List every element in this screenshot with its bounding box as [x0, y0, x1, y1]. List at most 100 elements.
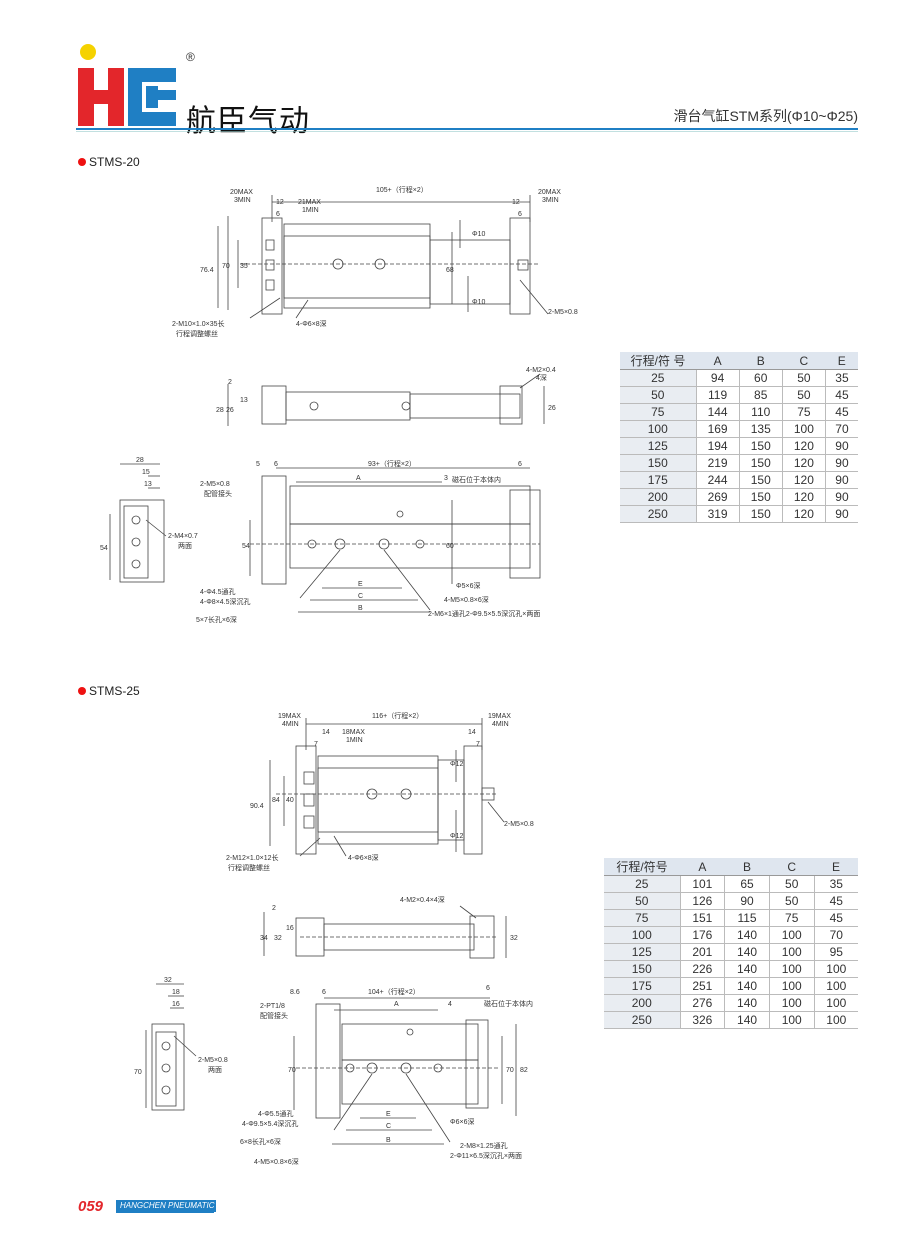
dim-bottom-length: 93+（行程×2） — [368, 459, 416, 468]
table-cell: 100 — [604, 926, 680, 944]
dim-total-length: 116+（行程×2） — [372, 711, 423, 720]
dim-phi10-top: Φ10 — [472, 231, 485, 238]
table-header-cell: 行程/符号 — [604, 858, 680, 876]
dim-bottom-8-6: 8.6 — [290, 989, 300, 996]
dim-bottom-6-right: 6 — [518, 461, 522, 468]
dim-1min: 1MIN — [302, 207, 319, 214]
table-cell: 90 — [824, 505, 858, 523]
footer-company: HANGCHEN PNEUMATIC — [116, 1200, 216, 1212]
table-cell: 50 — [768, 892, 815, 910]
table-cell: 75 — [604, 909, 680, 927]
table-cell: 95 — [813, 943, 858, 961]
table-cell: 110 — [738, 403, 783, 421]
dim-4min-left: 4MIN — [282, 721, 299, 728]
table-cell: 151 — [679, 909, 725, 927]
table-cell: 150 — [620, 454, 696, 472]
drawing-stms-20: 20MAX 3MIN 105+（行程×2） 20MAX 3MIN 21MAX 1… — [100, 185, 578, 624]
table-cell: 90 — [824, 454, 858, 472]
table-cell: 169 — [695, 420, 740, 438]
table-cell: 50 — [768, 875, 815, 893]
dim-end-70: 70 — [134, 1069, 142, 1076]
dim-phi12-top: Φ12 — [450, 761, 463, 768]
dim-68: 68 — [446, 267, 454, 274]
dim-phi10-bottom: Φ10 — [472, 299, 485, 306]
note-m5-holes: 4-M5×0.8×6深 — [444, 595, 489, 604]
table-cell: 45 — [813, 909, 858, 927]
table-cell: 194 — [695, 437, 740, 455]
note-phi5-hole: Φ5×6深 — [456, 581, 480, 590]
dim-end-16: 16 — [172, 1001, 180, 1008]
dim-side-2: 2 — [228, 379, 232, 386]
page-title: 滑台气缸STM系列(Φ10~Φ25) — [673, 108, 858, 124]
table-cell: 75 — [781, 403, 826, 421]
dim-7-left: 7 — [314, 741, 318, 748]
table-header-cell: 行程/符 号 — [620, 352, 696, 370]
table-cell: 70 — [824, 420, 858, 438]
table-cell: 126 — [679, 892, 725, 910]
dim-side-26-right: 26 — [548, 405, 556, 412]
dim-end-13: 13 — [144, 481, 152, 488]
table-header-cell: E — [814, 858, 858, 876]
note-magnet-inside: 磁石位于本体内 — [452, 475, 501, 484]
note-adjust-screw-desc: 行程调整螺丝 — [228, 863, 270, 872]
dim-B: B — [358, 605, 363, 612]
table-cell: 60 — [738, 369, 783, 387]
section-label-stms-25: STMS-25 — [78, 684, 140, 698]
dim-70: 70 — [222, 263, 230, 270]
dim-84: 84 — [272, 797, 280, 804]
dim-21max: 21MAX — [298, 199, 321, 206]
dim-phi12-bottom: Φ12 — [450, 833, 463, 840]
dim-20max-right: 20MAX — [538, 189, 561, 196]
table-cell: 70 — [813, 926, 858, 944]
table-cell: 201 — [679, 943, 725, 961]
table-cell: 45 — [813, 892, 858, 910]
table-header-cell: E — [825, 352, 858, 370]
note-bottom-m5: 2-M5×0.8 — [200, 481, 230, 488]
table-cell: 150 — [738, 454, 783, 472]
dim-side-32-right: 32 — [510, 935, 518, 942]
table-cell: 200 — [620, 488, 696, 506]
table-header-cell: C — [782, 352, 826, 370]
note-slot-hole: 5×7长孔×6深 — [196, 615, 237, 624]
table-cell: 50 — [620, 386, 696, 404]
note-slot-hole: 6×8长孔×6深 — [240, 1137, 281, 1146]
note-through-holes: 4-Φ5.5通孔 — [258, 1109, 294, 1118]
dim-end-18: 18 — [172, 989, 180, 996]
note-end-both-sides: 两面 — [208, 1066, 222, 1074]
table-cell: 85 — [738, 386, 783, 404]
dim-bottom-70: 70 — [288, 1067, 296, 1074]
table-cell: 119 — [695, 386, 740, 404]
dim-40: 40 — [286, 797, 294, 804]
dim-6-right: 6 — [518, 211, 522, 218]
note-side-m2: 4-M2×0.4×4深 — [400, 895, 445, 904]
dim-end-28: 28 — [136, 457, 144, 464]
table-cell: 326 — [679, 1011, 725, 1029]
table-cell: 150 — [604, 960, 680, 978]
dim-end-15: 15 — [142, 469, 150, 476]
dim-side-2: 2 — [272, 905, 276, 912]
table-cell: 125 — [604, 943, 680, 961]
bullet-icon — [78, 686, 86, 695]
dim-A: A — [356, 475, 361, 482]
bullet-icon — [78, 157, 86, 166]
table-cell: 140 — [724, 994, 770, 1012]
table-cell: 144 — [695, 403, 740, 421]
table-cell: 90 — [824, 488, 858, 506]
header-rule — [76, 128, 858, 130]
footer-rule — [116, 1212, 214, 1213]
dim-bottom-length: 104+（行程×2） — [368, 987, 420, 996]
table-cell: 140 — [724, 943, 770, 961]
note-m5-top: 2-M5×0.8 — [548, 309, 578, 316]
dim-bottom-82: 82 — [520, 1067, 528, 1074]
table-cell: 150 — [738, 437, 783, 455]
table-cell: 100 — [768, 926, 815, 944]
table-cell: 100 — [768, 994, 815, 1012]
page-number: 059 — [78, 1198, 104, 1215]
